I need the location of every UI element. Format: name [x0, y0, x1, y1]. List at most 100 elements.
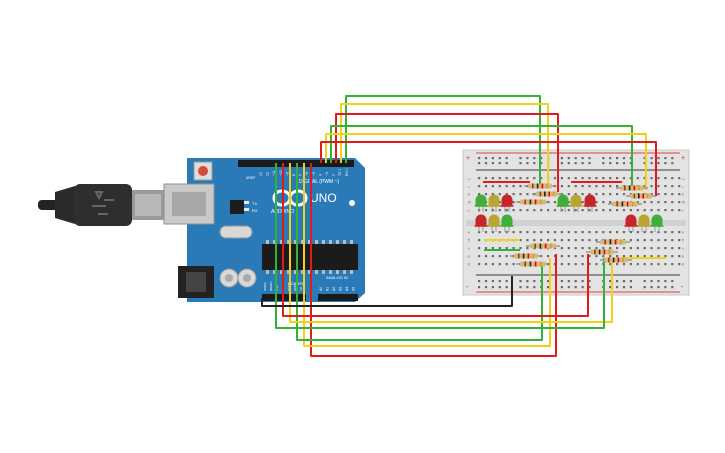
resistor[interactable] [520, 261, 546, 267]
rail-hole [484, 157, 488, 160]
rail-hole [657, 280, 660, 283]
resistor[interactable] [520, 199, 546, 205]
breadboard-hole [526, 239, 529, 242]
resistor[interactable] [630, 193, 652, 199]
wire-red-top-inner[interactable] [320, 141, 657, 196]
led-yellow[interactable] [638, 214, 650, 226]
rail-hole [547, 286, 550, 289]
breadboard-hole [602, 185, 605, 188]
resistor[interactable] [612, 201, 638, 207]
resistor[interactable] [528, 183, 552, 189]
breadboard-hole [664, 231, 667, 234]
wire-green-bottom-inner[interactable] [275, 163, 605, 329]
breadboard-hole [622, 255, 626, 258]
resistor[interactable] [536, 191, 558, 197]
breadboard-hole [664, 177, 667, 180]
breadboard-hole [567, 247, 570, 250]
analog-pin-label: A5 [352, 287, 356, 291]
rail-hole [574, 286, 577, 289]
breadboard-hole [671, 185, 674, 188]
breadboard-hole [512, 263, 515, 266]
breadboard-hole [650, 177, 653, 180]
led-green[interactable] [651, 214, 663, 226]
leds [474, 194, 664, 232]
digital-pin-label: TX 1 [338, 169, 342, 176]
breadboard-hole [622, 231, 626, 234]
breadboard-hole [602, 255, 605, 258]
resistor[interactable] [514, 253, 538, 259]
led-red[interactable] [625, 214, 637, 226]
rail-hole [567, 286, 570, 289]
wire-green-top-inner[interactable] [330, 125, 633, 188]
led-yellow[interactable] [570, 194, 582, 206]
breadboard-hole [484, 209, 488, 212]
led-red[interactable] [475, 214, 487, 226]
resistor[interactable] [600, 239, 626, 245]
breadboard-hole [567, 185, 570, 188]
resistor[interactable] [590, 249, 614, 255]
breadboard-hole [636, 263, 639, 266]
wire-green-top-outer[interactable] [345, 95, 541, 185]
breadboard-hole [622, 247, 626, 250]
led-green[interactable] [501, 214, 513, 226]
wire-yellow-bottom-outer[interactable] [303, 163, 551, 347]
breadboard-hole [498, 231, 501, 234]
breadboard-hole [526, 193, 529, 196]
analog-pin-header [318, 294, 358, 301]
breadboard-hole [664, 193, 667, 196]
reset-button-cap [198, 166, 208, 176]
breadboard-hole [595, 193, 598, 196]
power-header-label: POWER [288, 281, 303, 286]
breadboard-hole [519, 177, 522, 180]
breadboard-hole [609, 263, 612, 266]
breadboard-hole [588, 209, 591, 212]
rail-hole [526, 157, 529, 160]
digital-pin-label: ~11 [272, 170, 276, 176]
wire-red-bottom-outer[interactable] [310, 163, 557, 357]
row-letter: e [680, 231, 685, 234]
breadboard-hole [643, 231, 646, 234]
digital-pin-label: ~5 [312, 172, 316, 176]
led-green[interactable] [475, 194, 487, 206]
resistor[interactable] [604, 257, 628, 263]
led-yellow[interactable] [488, 214, 500, 226]
breadboard-hole [567, 231, 570, 234]
rail-hole [519, 280, 522, 283]
wire-yellow-bottom-inner[interactable] [289, 163, 613, 323]
resistor[interactable] [620, 185, 644, 191]
breadboard-hole [657, 185, 660, 188]
rail-hole [498, 157, 501, 160]
chip-pins [266, 240, 353, 274]
breadboard-hole [671, 239, 674, 242]
resistor[interactable] [530, 243, 556, 249]
breadboard-hole [574, 193, 577, 196]
breadboard-hole [650, 185, 653, 188]
breadboard-hole [505, 177, 508, 180]
led-green[interactable] [557, 194, 569, 206]
breadboard-hole [574, 177, 577, 180]
rail-hole [478, 157, 481, 160]
rail-hole [484, 162, 488, 165]
breadboard-hole [505, 255, 508, 258]
breadboard-hole [671, 263, 674, 266]
rail-hole [602, 157, 605, 160]
row-letter: i [680, 187, 685, 188]
breadboard-hole [595, 255, 598, 258]
led-red[interactable] [584, 194, 596, 206]
breadboard-hole [484, 177, 488, 180]
wire-green-bottom-outer[interactable] [296, 163, 543, 341]
row-letter: h [680, 193, 685, 195]
breadboard-hole [602, 193, 605, 196]
led-red[interactable] [501, 194, 513, 206]
rail-hole [519, 157, 522, 160]
led-yellow[interactable] [488, 194, 500, 206]
breadboard-hole [664, 185, 667, 188]
breadboard-hole [526, 209, 529, 212]
wire-red-bottom-inner[interactable] [282, 163, 589, 317]
wire-ground[interactable] [261, 276, 513, 307]
wire-red-top-outer[interactable] [335, 113, 559, 192]
wire-yellow-top-inner[interactable] [325, 133, 647, 190]
